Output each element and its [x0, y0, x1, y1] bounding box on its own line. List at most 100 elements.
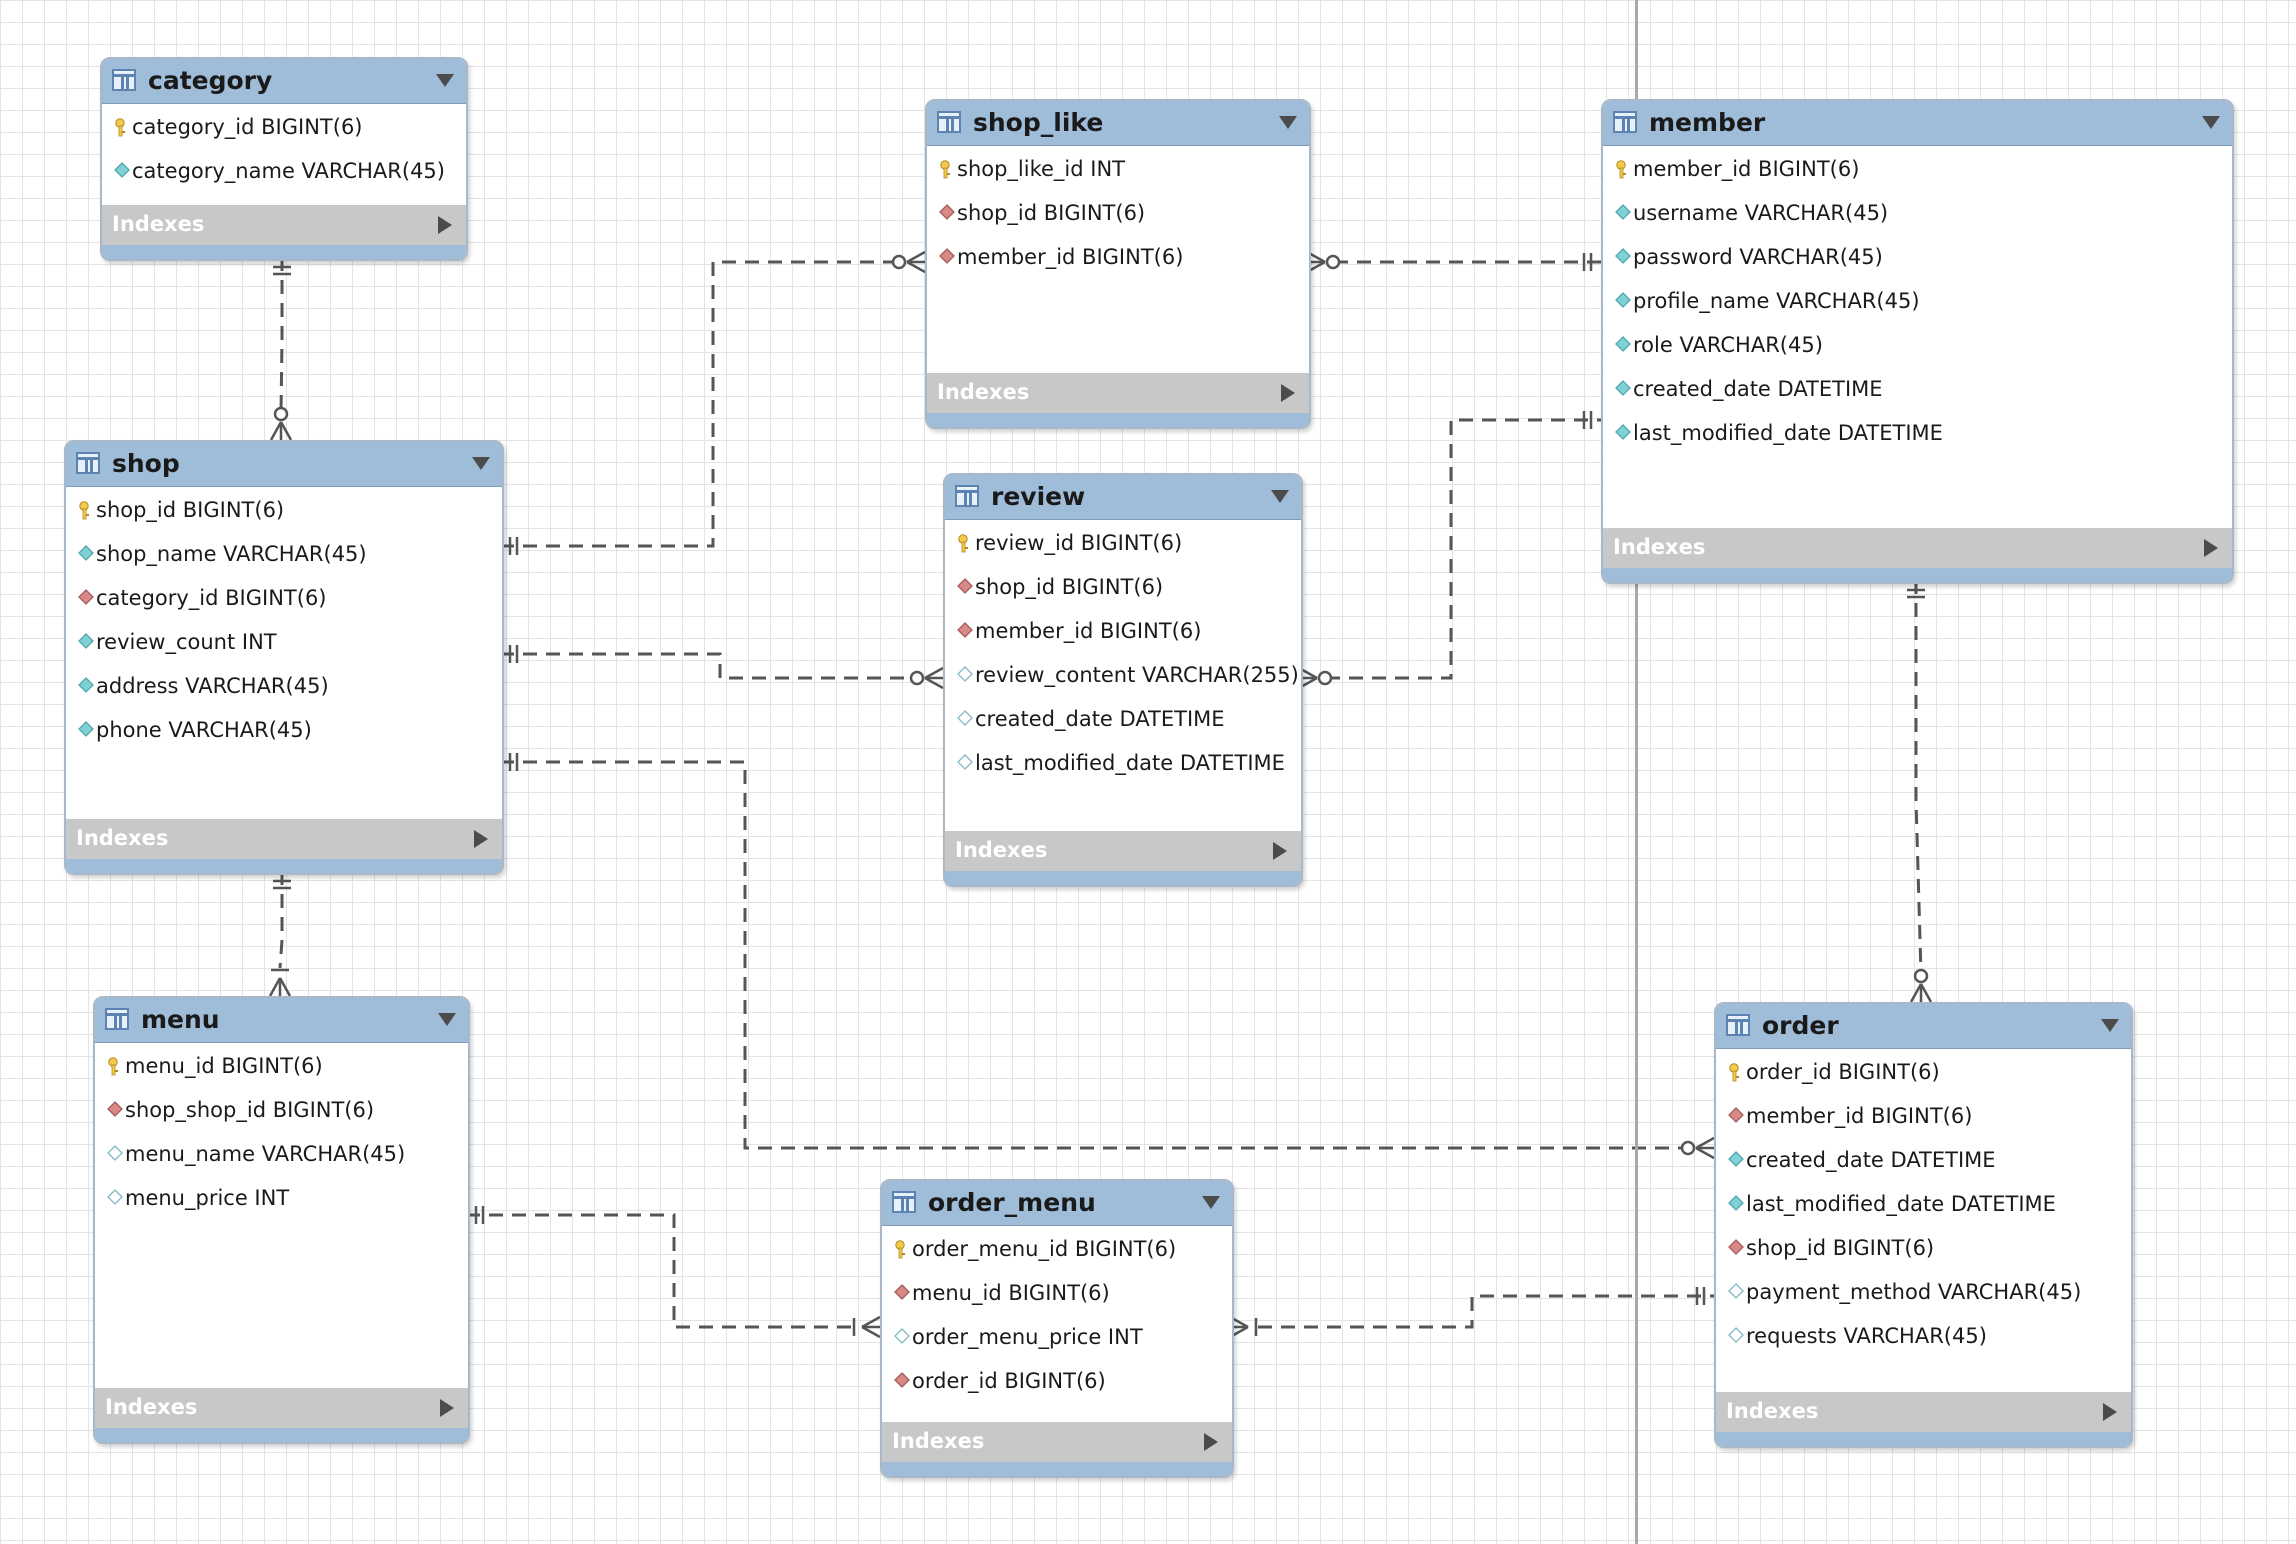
indexes-section[interactable]: Indexes	[95, 1388, 468, 1428]
column-row[interactable]: last_modified_date DATETIME	[1603, 412, 2232, 456]
indexes-section[interactable]: Indexes	[927, 373, 1309, 413]
order-table-header[interactable]: order	[1716, 1004, 2131, 1049]
indexes-section[interactable]: Indexes	[1716, 1392, 2131, 1432]
column-row[interactable]: username VARCHAR(45)	[1603, 192, 2232, 236]
not-null-icon	[78, 545, 94, 563]
collapse-arrow-icon[interactable]	[2202, 116, 2220, 129]
column-row[interactable]: shop_name VARCHAR(45)	[66, 533, 502, 577]
not-null-icon	[1615, 424, 1631, 442]
column-row[interactable]: created_date DATETIME	[1603, 368, 2232, 412]
column-row[interactable]: member_id BIGINT(6)	[945, 610, 1301, 654]
collapse-arrow-icon[interactable]	[438, 1013, 456, 1026]
collapse-arrow-icon[interactable]	[1202, 1196, 1220, 1209]
expand-arrow-icon[interactable]	[1281, 384, 1295, 402]
column-row[interactable]: menu_price INT	[95, 1177, 468, 1221]
review-table-header[interactable]: review	[945, 475, 1301, 520]
collapse-arrow-icon[interactable]	[472, 457, 490, 470]
column-row[interactable]: role VARCHAR(45)	[1603, 324, 2232, 368]
column-label: password VARCHAR(45)	[1633, 245, 1883, 269]
order-menu-table-header[interactable]: order_menu	[882, 1181, 1232, 1226]
column-row[interactable]: profile_name VARCHAR(45)	[1603, 280, 2232, 324]
expand-arrow-icon[interactable]	[2204, 539, 2218, 557]
column-row[interactable]: shop_shop_id BIGINT(6)	[95, 1089, 468, 1133]
column-row[interactable]: shop_id BIGINT(6)	[927, 192, 1309, 236]
column-row[interactable]: order_id BIGINT(6)	[882, 1360, 1232, 1404]
column-row[interactable]: requests VARCHAR(45)	[1716, 1315, 2131, 1359]
member-table-header[interactable]: member	[1603, 101, 2232, 146]
collapse-arrow-icon[interactable]	[1279, 116, 1297, 129]
expand-arrow-icon[interactable]	[438, 216, 452, 234]
column-row[interactable]: created_date DATETIME	[1716, 1139, 2131, 1183]
shop-like-table-header[interactable]: shop_like	[927, 101, 1309, 146]
expand-arrow-icon[interactable]	[440, 1399, 454, 1417]
column-row[interactable]: category_id BIGINT(6)	[66, 577, 502, 621]
column-row[interactable]: review_id BIGINT(6)	[945, 522, 1301, 566]
menu-table-header[interactable]: menu	[95, 998, 468, 1043]
table-icon	[1726, 1014, 1750, 1036]
column-label: category_id BIGINT(6)	[96, 586, 327, 610]
rel-shop-shop-like-zero-or-many-marker	[906, 250, 926, 264]
indexes-section[interactable]: Indexes	[102, 205, 466, 245]
expand-arrow-icon[interactable]	[474, 830, 488, 848]
indexes-section[interactable]: Indexes	[66, 819, 502, 859]
column-row[interactable]: review_count INT	[66, 621, 502, 665]
column-row[interactable]: shop_like_id INT	[927, 148, 1309, 192]
indexes-label: Indexes	[112, 212, 205, 236]
column-row[interactable]: password VARCHAR(45)	[1603, 236, 2232, 280]
table-icon	[892, 1191, 916, 1213]
nullable-icon	[957, 754, 973, 772]
rel-shop-menu-line	[278, 871, 284, 969]
column-row[interactable]: review_content VARCHAR(255)	[945, 654, 1301, 698]
indexes-section[interactable]: Indexes	[945, 831, 1301, 871]
column-row[interactable]: category_id BIGINT(6)	[102, 106, 466, 150]
column-row[interactable]: phone VARCHAR(45)	[66, 709, 502, 753]
column-row[interactable]: menu_name VARCHAR(45)	[95, 1133, 468, 1177]
foreign-key-icon	[78, 589, 94, 607]
column-row[interactable]: member_id BIGINT(6)	[1603, 148, 2232, 192]
collapse-arrow-icon[interactable]	[1271, 490, 1289, 503]
column-row[interactable]: menu_id BIGINT(6)	[882, 1272, 1232, 1316]
collapse-arrow-icon[interactable]	[436, 74, 454, 87]
rel-member-order-zero-or-many-marker	[1909, 983, 1923, 1003]
expand-arrow-icon[interactable]	[1204, 1433, 1218, 1451]
column-row[interactable]: order_menu_id BIGINT(6)	[882, 1228, 1232, 1272]
column-row[interactable]: last_modified_date DATETIME	[1716, 1183, 2131, 1227]
column-row[interactable]: member_id BIGINT(6)	[927, 236, 1309, 280]
column-row[interactable]: last_modified_date DATETIME	[945, 742, 1301, 786]
not-null-icon	[78, 721, 94, 739]
column-row[interactable]: address VARCHAR(45)	[66, 665, 502, 709]
nullable-icon	[107, 1145, 123, 1163]
category-table-header[interactable]: category	[102, 59, 466, 104]
collapse-arrow-icon[interactable]	[2101, 1019, 2119, 1032]
column-row[interactable]: payment_method VARCHAR(45)	[1716, 1271, 2131, 1315]
foreign-key-icon	[1728, 1107, 1744, 1125]
column-row[interactable]: member_id BIGINT(6)	[1716, 1095, 2131, 1139]
column-row[interactable]: created_date DATETIME	[945, 698, 1301, 742]
column-row[interactable]: shop_id BIGINT(6)	[66, 489, 502, 533]
indexes-section[interactable]: Indexes	[1603, 528, 2232, 568]
table-icon	[105, 1008, 129, 1030]
column-row[interactable]: menu_id BIGINT(6)	[95, 1045, 468, 1089]
shop-table-header[interactable]: shop	[66, 442, 502, 487]
indexes-section[interactable]: Indexes	[882, 1422, 1232, 1462]
column-row[interactable]: order_id BIGINT(6)	[1716, 1051, 2131, 1095]
rel-member-review-zero-or-many-marker	[1317, 670, 1333, 686]
column-row[interactable]: shop_id BIGINT(6)	[945, 566, 1301, 610]
expand-arrow-icon[interactable]	[1273, 842, 1287, 860]
column-row[interactable]: order_menu_price INT	[882, 1316, 1232, 1360]
nullable-icon	[1728, 1327, 1744, 1345]
column-row[interactable]: shop_id BIGINT(6)	[1716, 1227, 2131, 1271]
column-row[interactable]: category_name VARCHAR(45)	[102, 150, 466, 194]
rel-menu-order-menu-one-or-many-marker	[861, 1315, 881, 1329]
primary-key-icon	[957, 534, 971, 553]
expand-arrow-icon[interactable]	[2103, 1403, 2117, 1421]
